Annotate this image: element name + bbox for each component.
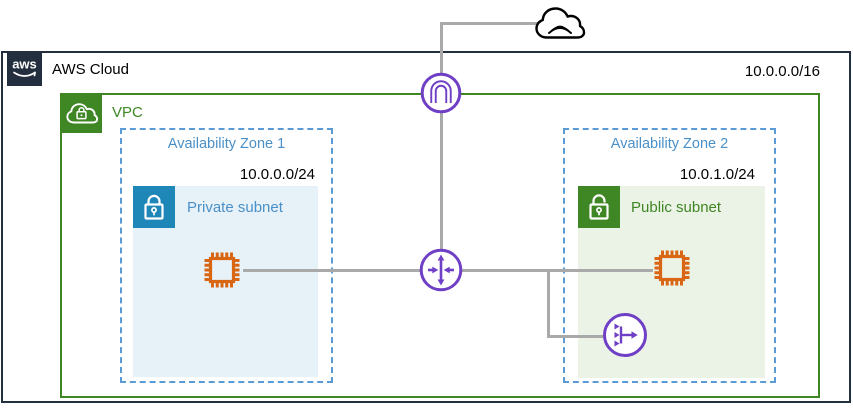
internet-gateway-icon (420, 72, 462, 114)
aws-logo: aws (7, 51, 42, 86)
aws-cloud-label: AWS Cloud (52, 61, 129, 78)
nat-gateway-icon (602, 312, 648, 358)
availability-zone-2-group (563, 128, 776, 383)
connector-internet-horizontal (440, 22, 540, 25)
availability-zone-2-label: Availability Zone 2 (610, 136, 729, 152)
availability-zone-1-group (120, 128, 333, 383)
lock-open-icon (578, 186, 620, 228)
connector-branch-to-nat (547, 335, 605, 338)
public-subnet-label: Public subnet (631, 199, 722, 216)
router-icon (419, 248, 463, 292)
aws-cloud-group (1, 51, 851, 403)
ec2-instance-icon (649, 245, 695, 291)
ec2-instance-icon (199, 247, 245, 293)
internet-cloud-icon (533, 3, 587, 43)
availability-zone-1-label: Availability Zone 1 (167, 136, 286, 152)
connector-router-to-private-ec2 (243, 269, 421, 272)
vpc-cidr-label: 10.0.0.0/16 (744, 63, 820, 80)
vpc-icon (60, 93, 102, 133)
connector-internet-to-router (440, 22, 443, 270)
lock-closed-icon (133, 186, 175, 228)
svg-text:aws: aws (12, 57, 37, 72)
connector-branch-vertical (547, 269, 550, 338)
connector-router-to-public-ec2 (461, 269, 653, 272)
private-subnet-label: Private subnet (187, 199, 283, 216)
private-subnet-cidr-label: 10.0.0.0/24 (239, 166, 315, 183)
public-subnet-cidr-label: 10.0.1.0/24 (679, 166, 755, 183)
vpc-label: VPC (112, 104, 143, 121)
